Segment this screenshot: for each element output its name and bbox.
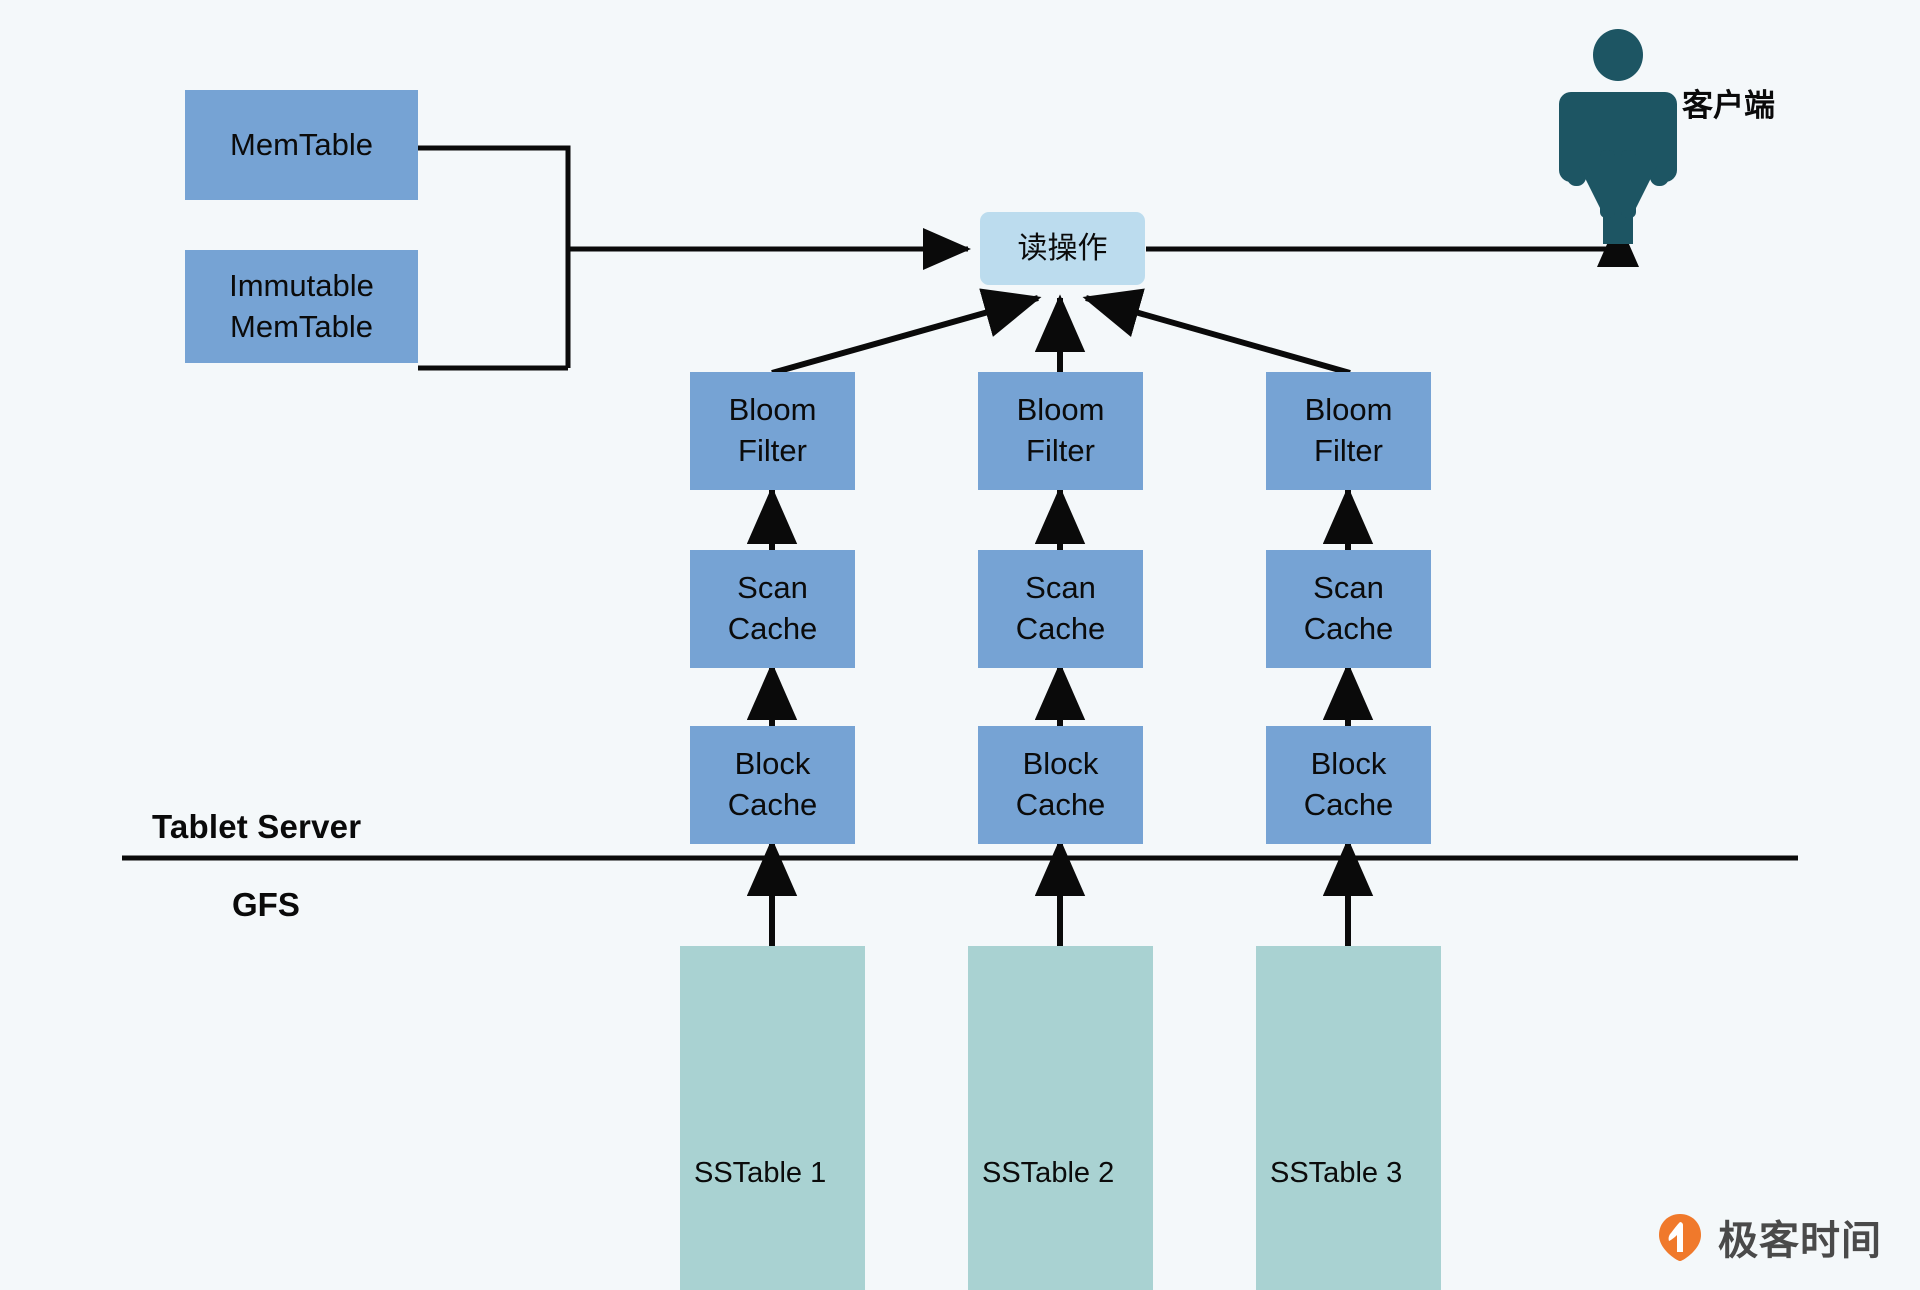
- node-scan-cache-3-line1: Scan: [1313, 570, 1384, 606]
- node-scan-cache-2[interactable]: Scan Cache: [978, 550, 1143, 668]
- node-block-cache-3[interactable]: Block Cache: [1266, 726, 1431, 844]
- node-block-cache-2[interactable]: Block Cache: [978, 726, 1143, 844]
- node-read-operation-label: 读操作: [1017, 231, 1108, 265]
- node-scan-cache-1-line2: Cache: [727, 611, 818, 646]
- node-block-cache-3-line1: Block: [1310, 746, 1387, 782]
- node-sstable-2-label: SSTable 2: [982, 1156, 1115, 1189]
- node-block-cache-1[interactable]: Block Cache: [690, 726, 855, 844]
- node-bloom-filter-2-line2: Filter: [1026, 433, 1095, 468]
- watermark: 极客时间: [1655, 1208, 1882, 1266]
- read-to-client-connector: [1146, 219, 1640, 267]
- node-block-cache-1-line1: Block: [734, 746, 811, 782]
- gfs-label: GFS: [232, 886, 300, 923]
- tablet-server-label: Tablet Server: [152, 808, 362, 845]
- memtable-bracket-connector: [418, 145, 971, 371]
- node-block-cache-2-line1: Block: [1022, 746, 1099, 782]
- node-sstable-2[interactable]: SSTable 2: [968, 946, 1153, 1290]
- node-scan-cache-1[interactable]: Scan Cache: [690, 550, 855, 668]
- node-memtable[interactable]: MemTable: [185, 90, 418, 200]
- node-bloom-filter-3-line1: Bloom: [1304, 392, 1393, 428]
- node-scan-cache-3-line2: Cache: [1303, 611, 1394, 646]
- node-immutable-memtable[interactable]: Immutable MemTable: [185, 250, 418, 363]
- client-label: 客户端: [1682, 88, 1775, 123]
- node-immutable-memtable-label-line2: MemTable: [230, 308, 373, 344]
- node-bloom-filter-2[interactable]: Bloom Filter: [978, 372, 1143, 490]
- node-block-cache-1-line2: Cache: [727, 787, 818, 822]
- watermark-text: 极客时间: [1718, 1219, 1882, 1263]
- node-read-operation[interactable]: 读操作: [980, 212, 1145, 285]
- node-sstable-3-label: SSTable 3: [1270, 1156, 1403, 1189]
- node-bloom-filter-1-line2: Filter: [738, 433, 807, 468]
- node-scan-cache-3[interactable]: Scan Cache: [1266, 550, 1431, 668]
- node-block-cache-2-line2: Cache: [1015, 787, 1106, 822]
- node-sstable-1[interactable]: SSTable 1: [680, 946, 865, 1290]
- geekbang-logo-icon: [1659, 1214, 1701, 1261]
- node-scan-cache-1-line1: Scan: [737, 570, 808, 606]
- node-memtable-label: MemTable: [230, 126, 373, 162]
- node-scan-cache-2-line2: Cache: [1015, 611, 1106, 646]
- node-scan-cache-2-line1: Scan: [1025, 570, 1096, 606]
- node-block-cache-3-line2: Cache: [1303, 787, 1394, 822]
- node-bloom-filter-1[interactable]: Bloom Filter: [690, 372, 855, 490]
- bloom-to-read-connectors: [771, 288, 1351, 376]
- client-person-icon: [1559, 29, 1677, 244]
- node-bloom-filter-1-line1: Bloom: [728, 392, 817, 428]
- node-sstable-1-label: SSTable 1: [694, 1156, 827, 1189]
- node-sstable-3[interactable]: SSTable 3: [1256, 946, 1441, 1290]
- node-bloom-filter-3[interactable]: Bloom Filter: [1266, 372, 1431, 490]
- node-immutable-memtable-label-line1: Immutable: [229, 267, 374, 303]
- node-bloom-filter-2-line1: Bloom: [1016, 392, 1105, 428]
- node-bloom-filter-3-line2: Filter: [1314, 433, 1383, 468]
